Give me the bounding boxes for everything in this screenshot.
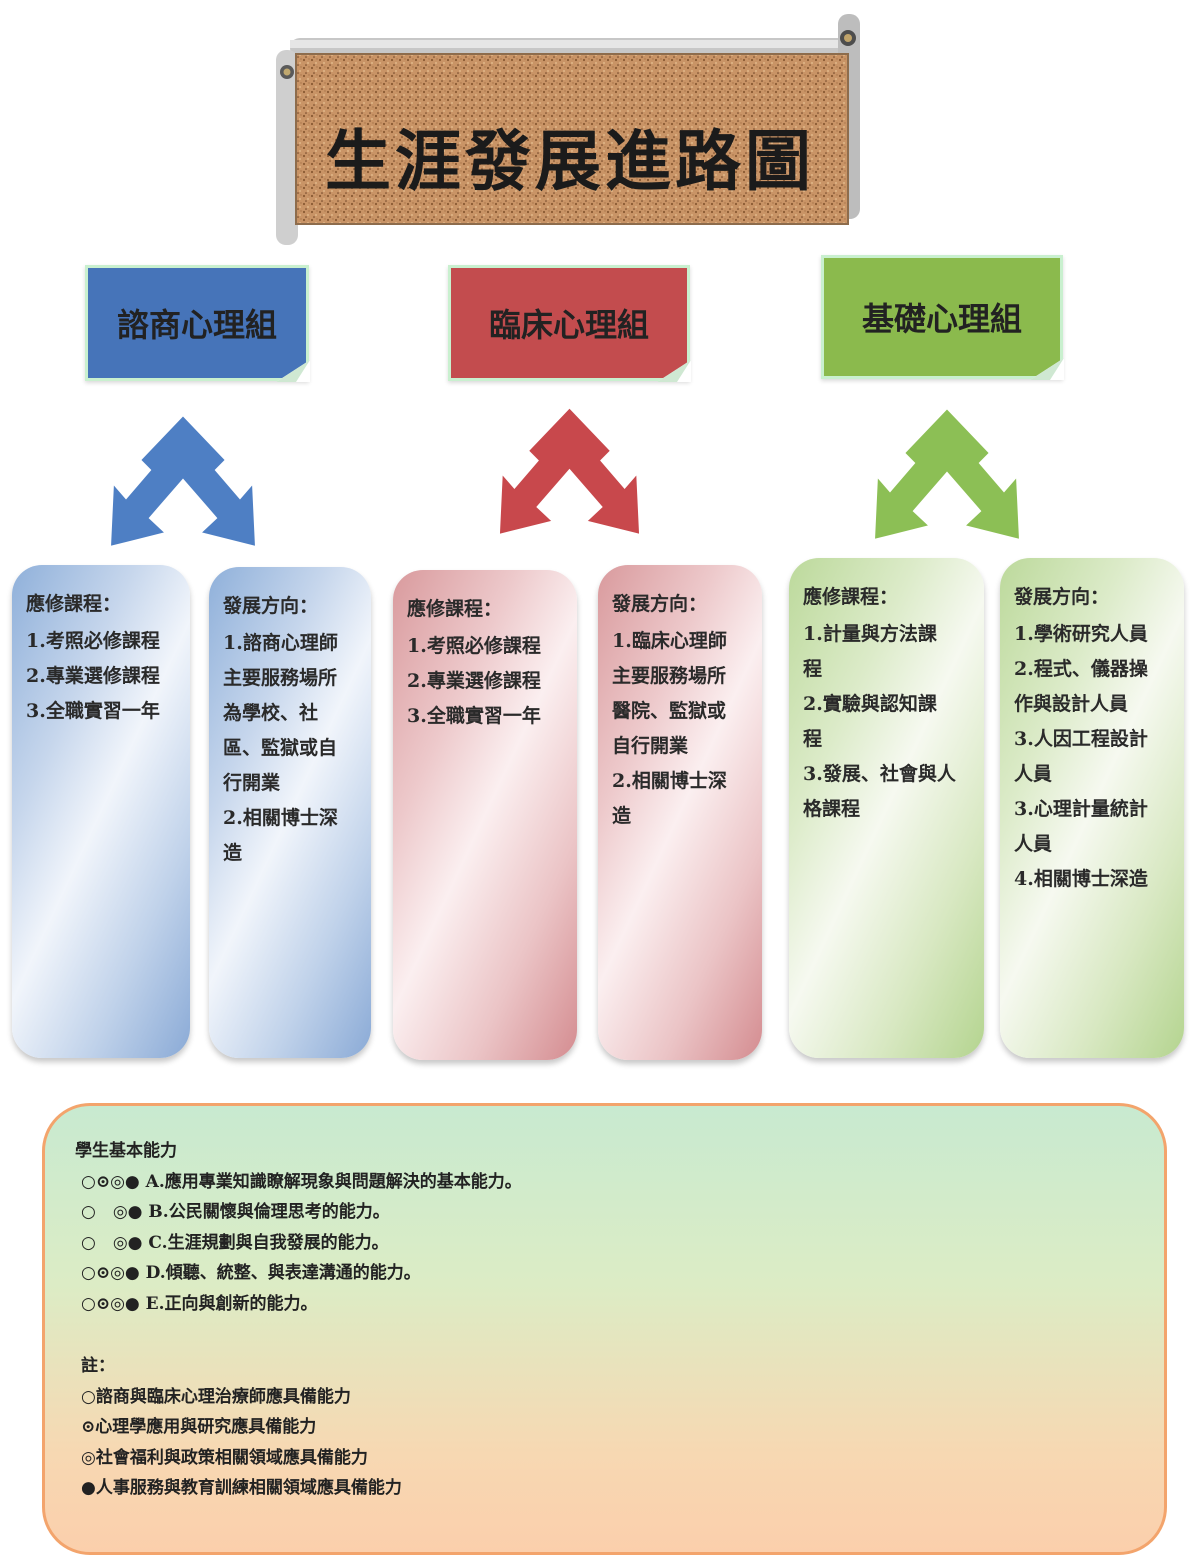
box-line: 3.心理計量統計 bbox=[1014, 798, 1148, 820]
box-line: 4.相關博士深造 bbox=[1014, 868, 1148, 890]
box-line: 2.實驗與認知課 bbox=[803, 693, 937, 715]
ability-item: ○ ◎● B.公民關懷與倫理思考的能力。 bbox=[81, 1202, 390, 1222]
box-line: 造 bbox=[612, 805, 632, 827]
ability-item: ○⊙◎● E.正向與創新的能力。 bbox=[81, 1293, 318, 1314]
group-label-text: 臨床心理組 bbox=[488, 306, 649, 344]
box-line: 2.程式、儀器操 bbox=[1014, 658, 1148, 680]
box-line: 1.考照必修課程 bbox=[26, 630, 160, 652]
group-label-clinical: 臨床心理組 bbox=[448, 265, 691, 382]
box-line: 造 bbox=[223, 842, 243, 864]
clinical-direction-box: 發展方向： 1.臨床心理師 主要服務場所 醫院、監獄或 自行開業 2.相關博士深… bbox=[598, 565, 762, 1060]
counseling-direction-box: 發展方向： 1.諮商心理師 主要服務場所 為學校、社 區、監獄或自 行開業 2.… bbox=[209, 567, 371, 1058]
box-heading: 發展方向： bbox=[1014, 586, 1110, 608]
note-item: ●人事服務與教育訓練相關領域應具備能力 bbox=[81, 1478, 402, 1498]
ability-item: ○⊙◎● A.應用專業知識瞭解現象與問題解決的基本能力。 bbox=[81, 1171, 522, 1192]
note-item: ○諮商與臨床心理治療師應具備能力 bbox=[81, 1386, 351, 1407]
box-line: 2.專業選修課程 bbox=[26, 665, 160, 687]
box-heading: 應修課程： bbox=[803, 586, 899, 608]
split-arrow-icon bbox=[497, 405, 642, 537]
box-line: 主要服務場所 bbox=[612, 665, 727, 687]
group-label-text: 基礎心理組 bbox=[861, 300, 1022, 338]
box-line: 3.發展、社會與人 bbox=[803, 763, 956, 785]
box-line: 1.諮商心理師 bbox=[223, 632, 338, 654]
box-line: 1.計量與方法課 bbox=[803, 623, 937, 645]
box-line: 人員 bbox=[1014, 763, 1053, 785]
note-item: ⊙心理學應用與研究應具備能力 bbox=[81, 1417, 317, 1437]
box-line: 程 bbox=[803, 658, 823, 680]
box-line: 作與設計人員 bbox=[1014, 693, 1129, 715]
ability-item: ○⊙◎● D.傾聽、統整、與表達溝通的能力。 bbox=[81, 1263, 421, 1283]
box-line: 主要服務場所 bbox=[223, 667, 338, 689]
box-line: 醫院、監獄或 bbox=[612, 700, 727, 722]
box-line: 1.學術研究人員 bbox=[1014, 623, 1148, 645]
basic-courses-box: 應修課程： 1.計量與方法課 程 2.實驗與認知課 程 3.發展、社會與人 格課… bbox=[789, 558, 984, 1058]
split-arrow-icon bbox=[108, 415, 258, 549]
box-line: 3.全職實習一年 bbox=[407, 705, 541, 727]
page-curl-icon bbox=[276, 360, 310, 382]
note-item: ◎社會福利與政策相關領域應具備能力 bbox=[81, 1447, 368, 1468]
notes-heading: 註： bbox=[81, 1356, 115, 1376]
box-heading: 發展方向： bbox=[223, 595, 319, 617]
group-label-basic: 基礎心理組 bbox=[821, 255, 1064, 380]
box-line: 3.全職實習一年 bbox=[26, 700, 160, 722]
group-label-text: 諮商心理組 bbox=[116, 306, 277, 344]
box-line: 1.考照必修課程 bbox=[407, 635, 541, 657]
box-line: 2.相關博士深 bbox=[223, 807, 338, 829]
page-curl-icon bbox=[657, 360, 691, 382]
abilities-heading: 學生基本能力 bbox=[75, 1141, 177, 1161]
basic-direction-box: 發展方向： 1.學術研究人員 2.程式、儀器操 作與設計人員 3.人因工程設計 … bbox=[1000, 558, 1184, 1058]
box-heading: 應修課程： bbox=[407, 598, 503, 620]
box-line: 區、監獄或自 bbox=[223, 737, 338, 759]
page-title: 生涯發展進路圖 bbox=[325, 122, 815, 200]
box-line: 2.相關博士深 bbox=[612, 770, 727, 792]
group-label-counseling: 諮商心理組 bbox=[85, 265, 310, 382]
box-line: 1.臨床心理師 bbox=[612, 630, 727, 652]
box-heading: 發展方向： bbox=[612, 593, 708, 615]
box-line: 行開業 bbox=[223, 772, 281, 794]
box-line: 格課程 bbox=[803, 798, 861, 820]
box-line: 人員 bbox=[1014, 833, 1053, 855]
student-abilities-box: 學生基本能力 ○⊙◎● A.應用專業知識瞭解現象與問題解決的基本能力。 ○ ◎●… bbox=[42, 1103, 1167, 1555]
page-curl-icon bbox=[1030, 358, 1064, 380]
box-line: 2.專業選修課程 bbox=[407, 670, 541, 692]
split-arrow-icon bbox=[872, 408, 1022, 542]
box-line: 程 bbox=[803, 728, 823, 750]
box-line: 為學校、社 bbox=[223, 702, 319, 724]
box-line: 3.人因工程設計 bbox=[1014, 728, 1148, 750]
title-scroll-banner: 生涯發展進路圖 bbox=[270, 10, 870, 250]
counseling-courses-box: 應修課程： 1.考照必修課程 2.專業選修課程 3.全職實習一年 bbox=[12, 565, 190, 1058]
ability-item: ○ ◎● C.生涯規劃與自我發展的能力。 bbox=[81, 1232, 389, 1253]
box-line: 自行開業 bbox=[612, 735, 689, 757]
clinical-courses-box: 應修課程： 1.考照必修課程 2.專業選修課程 3.全職實習一年 bbox=[393, 570, 577, 1060]
box-heading: 應修課程： bbox=[26, 593, 122, 615]
